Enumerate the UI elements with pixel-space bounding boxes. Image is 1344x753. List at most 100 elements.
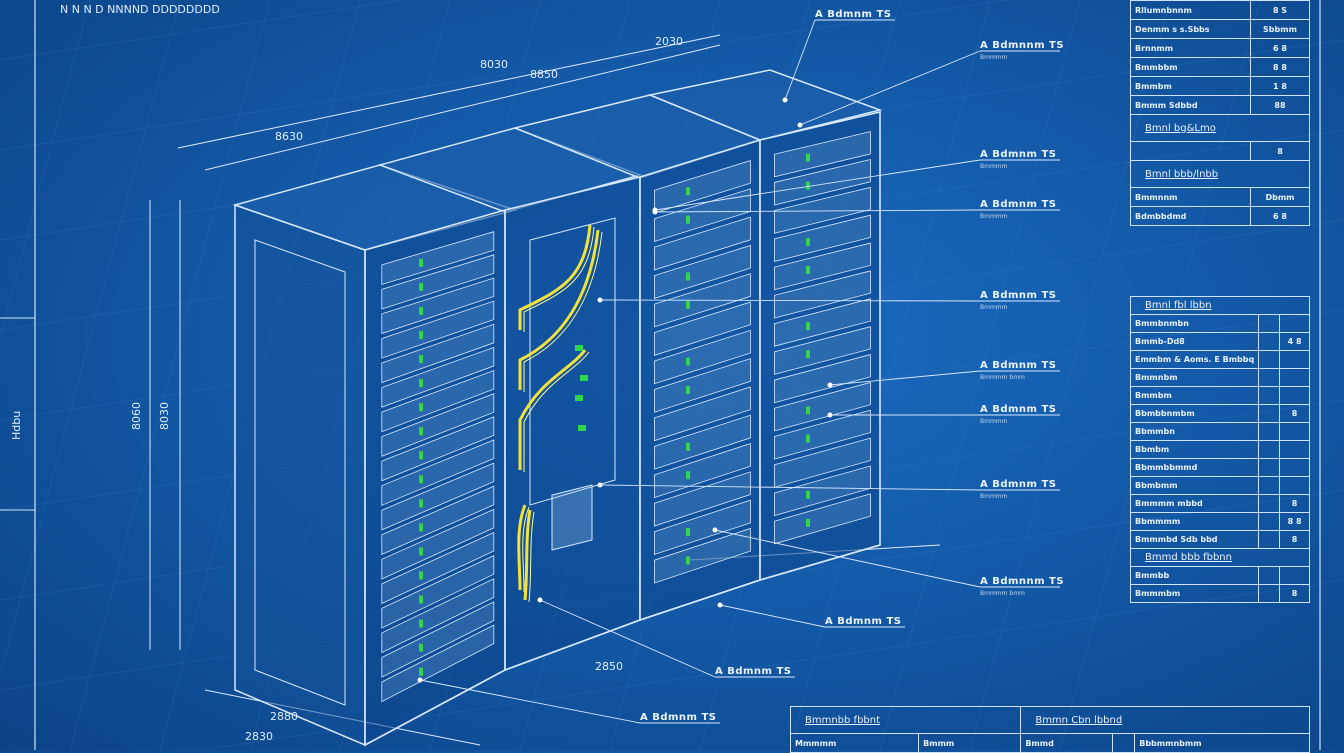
grid-line <box>199 579 1344 750</box>
cell: 4 8 <box>1279 332 1310 351</box>
callout-label: A Bdmnm TS <box>640 712 716 723</box>
grid-line <box>0 0 91 339</box>
side-panel-inset <box>254 239 346 706</box>
cell: 8 <box>1250 141 1310 161</box>
grid-line <box>0 0 1010 151</box>
cell <box>1258 476 1281 495</box>
cell <box>1258 512 1281 531</box>
status-led <box>686 300 690 309</box>
cell: Bmmnbm <box>1129 368 1260 387</box>
power-unit <box>551 484 593 551</box>
status-led <box>686 187 690 196</box>
cell: Bbmbbnmbm <box>1129 404 1260 423</box>
server-unit <box>381 254 495 310</box>
cell <box>1258 494 1281 513</box>
table-heading: Bmmn Cbn lbbnd <box>1020 706 1310 734</box>
rack-base <box>364 544 881 746</box>
yellow-cable <box>523 351 590 472</box>
callout-label: A Bdmnm TS <box>980 290 1056 301</box>
top-left-text: N N N D NNNND DDDDDDDD <box>60 3 220 16</box>
cell <box>1279 476 1310 495</box>
yellow-cable <box>518 229 600 390</box>
cell: Bbmbmm <box>1129 476 1260 495</box>
status-led <box>419 403 423 412</box>
status-led <box>686 272 690 281</box>
cell: Bbmmmm <box>1129 512 1260 531</box>
dimension-line <box>177 34 721 149</box>
table-heading: Bmnl bg&Lmo <box>1130 114 1310 142</box>
table-heading: Bmmd bbb fbbnn <box>1130 548 1310 567</box>
cell <box>1258 350 1281 369</box>
cell: Bmmmm mbbd <box>1129 494 1260 513</box>
server-unit <box>381 624 495 703</box>
status-led <box>419 499 423 508</box>
cell <box>1279 458 1310 477</box>
dimension-label: 2830 <box>245 730 273 743</box>
status-led <box>806 181 810 190</box>
table-heading: Bmnl bbb/lnbb <box>1130 160 1310 188</box>
server-unit <box>654 471 751 527</box>
cell <box>1279 422 1310 441</box>
server-unit <box>774 493 871 545</box>
leader-line <box>599 299 981 302</box>
leader-dot <box>827 412 833 418</box>
callout-sublabel: Bmmmm <box>980 418 1008 425</box>
status-led <box>419 451 423 460</box>
status-led <box>806 350 810 359</box>
callout-label: A Bdmnm TS <box>980 199 1056 210</box>
leader-dot <box>827 382 833 388</box>
server-unit <box>774 437 871 488</box>
callout-sublabel: Bmmmm <box>980 213 1008 220</box>
dimension-label: 8030 <box>480 58 508 71</box>
dimension-label: 8850 <box>530 68 558 81</box>
dimension-label: 2880 <box>270 710 298 723</box>
leader-dot <box>797 122 803 128</box>
callout-label: A Bdmnm TS <box>980 479 1056 490</box>
cell: Rllumnbnnm <box>1130 0 1251 20</box>
status-led <box>419 427 423 436</box>
cell: Bmmb-Dd8 <box>1129 332 1260 351</box>
server-unit <box>654 386 751 442</box>
callout-sublabel: Bmmmm <box>980 54 1008 61</box>
server-unit <box>381 346 495 408</box>
cell: Denmm s s.Sbbs <box>1130 19 1251 39</box>
callout-label: A Bdmnm TS <box>980 360 1056 371</box>
server-unit <box>774 354 871 404</box>
status-led <box>419 282 423 291</box>
server-unit <box>774 158 871 206</box>
leader-line <box>829 370 981 386</box>
status-led <box>806 490 810 499</box>
callout-label: A Bdmnnm TS <box>980 576 1064 587</box>
server-unit <box>774 298 871 347</box>
cell: Bmmbm <box>1129 386 1260 405</box>
cell: Bmmbnmbn <box>1129 314 1260 333</box>
cell <box>1258 314 1281 333</box>
server-unit <box>654 216 751 271</box>
server-unit <box>381 462 495 531</box>
leader-line <box>714 529 981 588</box>
leader-line <box>799 50 981 126</box>
callout-sublabel: Bmmmm <box>980 163 1008 170</box>
leader-dot <box>597 482 603 488</box>
server-unit <box>654 443 751 499</box>
status-led <box>686 556 690 565</box>
leader-dot <box>417 677 423 683</box>
status-led <box>575 395 583 401</box>
server-unit <box>774 186 871 234</box>
grid-line <box>69 0 271 750</box>
status-led <box>686 528 690 537</box>
status-led <box>806 406 810 415</box>
server-unit <box>654 414 751 470</box>
status-led <box>686 386 690 395</box>
table-heading: Bmnl fbl lbbn <box>1130 296 1310 315</box>
yellow-cable <box>523 226 595 332</box>
cell: 8 <box>1279 494 1310 513</box>
cell: 88 <box>1250 95 1310 115</box>
leader-line <box>419 679 641 724</box>
server-unit <box>381 508 495 580</box>
status-led <box>686 357 690 366</box>
server-racks <box>232 69 883 747</box>
